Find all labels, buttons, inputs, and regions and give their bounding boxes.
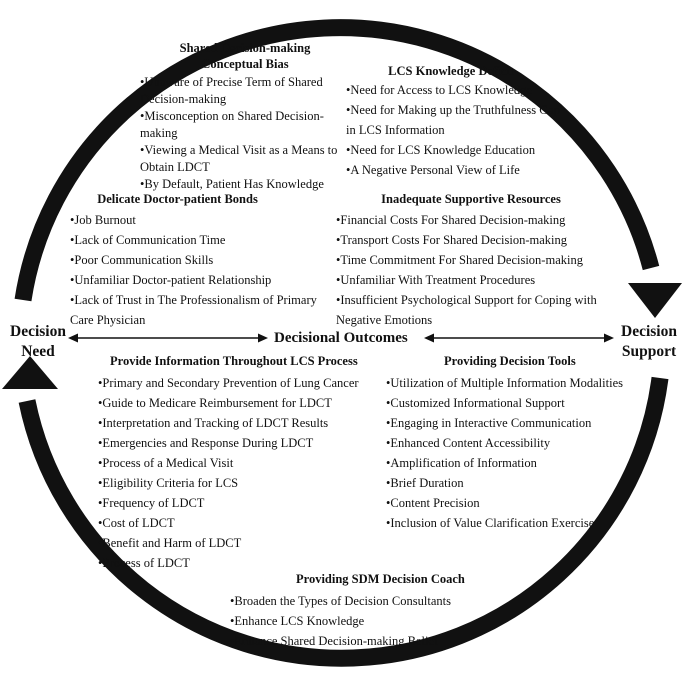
list-item: Engaging in Interactive Communication [386, 413, 656, 433]
list-item: Frequency of LDCT [98, 493, 388, 513]
section-tools: Providing Decision Tools Utilization of … [386, 353, 656, 533]
list-item: Interpretation and Tracking of LDCT Resu… [98, 413, 388, 433]
list-item: Need for Access to LCS Knowledge [346, 80, 566, 100]
item-list: Financial Costs For Shared Decision-maki… [336, 210, 628, 330]
section-title: Providing SDM Decision Coach [296, 572, 465, 586]
list-item: Content Precision [386, 493, 656, 513]
bottom-arc-arrowhead [2, 356, 58, 389]
left-double-arrow-head-right [258, 333, 268, 343]
item-list: Primary and Secondary Prevention of Lung… [98, 373, 388, 573]
list-item: Amplification of Information [386, 453, 656, 473]
list-item: Enhanced Content Accessibility [386, 433, 656, 453]
section-coach: Providing SDM Decision Coach Broaden the… [230, 571, 500, 651]
section-title: Shared Decision-making Conceptual Bias [140, 40, 350, 72]
section-title: Provide Information Throughout LCS Proce… [110, 354, 358, 368]
list-item: A Negative Personal View of Life [346, 160, 566, 180]
list-item: Process of a Medical Visit [98, 453, 388, 473]
list-item: By Default, Patient Has Knowledge [140, 176, 350, 193]
left-double-arrow-head-left [68, 333, 78, 343]
list-item: Enhance Shared Decision-making Belief [230, 631, 500, 651]
section-title: Inadequate Supportive Resources [381, 192, 561, 206]
section-info: Provide Information Throughout LCS Proce… [98, 353, 388, 573]
item-list: Unaware of Precise Term of Shared Decisi… [140, 74, 350, 193]
list-item: Utilization of Multiple Information Moda… [386, 373, 656, 393]
list-item: Enhance LCS Knowledge [230, 611, 500, 631]
list-item: Unfamiliar With Treatment Procedures [336, 270, 628, 290]
list-item: Eligibility Criteria for LCS [98, 473, 388, 493]
decision-need-line-1: Decision [10, 323, 66, 340]
item-list: Utilization of Multiple Information Moda… [386, 373, 656, 533]
list-item: Lack of Trust in The Professionalism of … [70, 290, 320, 330]
list-item: Broaden the Types of Decision Consultant… [230, 591, 500, 611]
list-item: Cost of LDCT [98, 513, 388, 533]
decisional-outcomes-label: Decisional Outcomes [274, 330, 408, 346]
list-item: Unfamiliar Doctor-patient Relationship [70, 270, 320, 290]
section-title-line: Shared Decision-making [179, 41, 311, 55]
list-item: Time Commitment For Shared Decision-maki… [336, 250, 628, 270]
section-sdm-bias: Shared Decision-making Conceptual Bias U… [140, 40, 350, 193]
list-item: Misconception on Shared Decision-making [140, 108, 350, 142]
item-list: Broaden the Types of Decision Consultant… [230, 591, 500, 651]
list-item: Process of LDCT [98, 553, 388, 573]
list-item: Need for Making up the Truthfulness Gap … [346, 100, 566, 140]
list-item: Job Burnout [70, 210, 320, 230]
list-item: Lack of Communication Time [70, 230, 320, 250]
decision-need-label: Decision Need [3, 322, 73, 362]
right-double-arrow-head-left [424, 333, 434, 343]
list-item: Financial Costs For Shared Decision-maki… [336, 210, 628, 230]
section-resources: Inadequate Supportive Resources Financia… [336, 191, 628, 330]
section-doctor-bonds: Delicate Doctor-patient Bonds Job Burnou… [70, 191, 320, 330]
list-item: Poor Communication Skills [70, 250, 320, 270]
right-double-arrow-head-right [604, 333, 614, 343]
decision-support-label: Decision Support [614, 322, 684, 362]
list-item: Customized Informational Support [386, 393, 656, 413]
list-item: Insufficient Psychological Support for C… [336, 290, 628, 330]
list-item: Brief Duration [386, 473, 656, 493]
item-list: Job Burnout Lack of Communication Time P… [70, 210, 320, 330]
list-item: Guide to Medicare Reimbursement for LDCT [98, 393, 388, 413]
list-item: Viewing a Medical Visit as a Means to Ob… [140, 142, 350, 176]
section-title: Delicate Doctor-patient Bonds [97, 192, 258, 206]
list-item: Unaware of Precise Term of Shared Decisi… [140, 74, 350, 108]
list-item: Inclusion of Value Clarification Exercis… [386, 513, 656, 533]
list-item: Need for LCS Knowledge Education [346, 140, 566, 160]
section-title: LCS Knowledge Deficit [388, 64, 514, 78]
decision-need-line-2: Need [21, 343, 55, 360]
decision-support-line-2: Support [621, 343, 677, 360]
section-lcs-deficit: LCS Knowledge Deficit Need for Access to… [346, 63, 566, 180]
section-title: Providing Decision Tools [444, 354, 576, 368]
list-item: Transport Costs For Shared Decision-maki… [336, 230, 628, 250]
list-item: Emergencies and Response During LDCT [98, 433, 388, 453]
list-item: Benefit and Harm of LDCT [98, 533, 388, 553]
list-item: Primary and Secondary Prevention of Lung… [98, 373, 388, 393]
section-title-line: Conceptual Bias [201, 57, 289, 71]
item-list: Need for Access to LCS Knowledge Need fo… [346, 80, 566, 180]
top-arc-arrow-shaft [14, 19, 660, 302]
decision-support-line-1: Decision [621, 323, 677, 340]
top-arc-arrowhead [628, 283, 682, 318]
